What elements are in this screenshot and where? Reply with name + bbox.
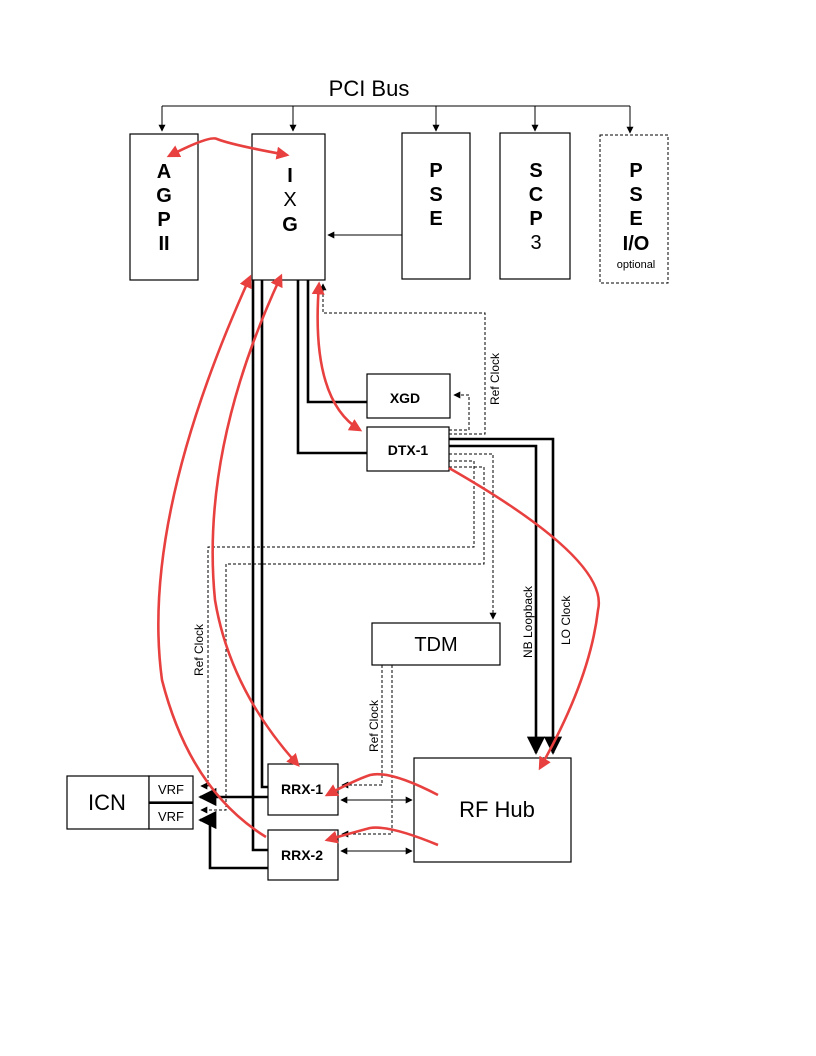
tdm-block: TDM	[371, 622, 501, 666]
dtx1-block: DTX-1	[366, 426, 450, 472]
svg-text:P: P	[629, 160, 642, 182]
svg-text:DTX-1: DTX-1	[388, 442, 429, 458]
rrx2-block: RRX-2	[267, 829, 339, 881]
rfhub-rrx1-flow	[324, 772, 439, 797]
svg-text:S: S	[629, 184, 642, 206]
pci-bus-title: PCI Bus	[329, 76, 410, 101]
ixg-rrx2-line	[251, 280, 268, 852]
vrf2-block: VRF	[148, 802, 194, 830]
svg-text:I: I	[287, 165, 293, 187]
svg-text:Ref Clock: Ref Clock	[488, 352, 502, 405]
ixg-rrx1-line	[260, 280, 268, 789]
svg-text:XGD: XGD	[390, 390, 420, 406]
pse-io-block: P S E I/O optional	[599, 134, 669, 284]
rrx1-block: RRX-1	[267, 763, 339, 816]
ixg-dtx-flow	[311, 281, 363, 432]
dtx-dashed-lines: Ref Clock	[192, 453, 497, 814]
ref-clock-top: Ref Clock	[319, 283, 502, 435]
svg-text:Ref Clock: Ref Clock	[367, 699, 381, 752]
svg-text:TDM: TDM	[414, 634, 457, 656]
svg-text:RF Hub: RF Hub	[459, 797, 535, 822]
svg-text:ICN: ICN	[88, 790, 126, 815]
svg-text:VRF: VRF	[158, 809, 184, 824]
dtx-vrf1-dashed	[200, 460, 475, 790]
tdm-ref-clock: Ref Clock	[341, 665, 393, 838]
agp-ixg-flow	[166, 137, 290, 160]
svg-text:S: S	[529, 160, 542, 182]
svg-text:NB Loopback: NB Loopback	[521, 585, 535, 658]
svg-text:E: E	[629, 208, 642, 230]
agp-block: A G P II	[129, 133, 199, 281]
dtx-vrf2-dashed	[200, 466, 485, 814]
svg-text:S: S	[429, 184, 442, 206]
svg-text:P: P	[529, 208, 542, 230]
nb-loopback-line	[449, 444, 546, 755]
svg-text:P: P	[157, 209, 170, 231]
svg-text:RRX-1: RRX-1	[281, 781, 323, 797]
dtx-tdm-dashed	[449, 453, 497, 620]
pci-bus-lines	[158, 105, 634, 134]
dtx-rfhub-flow	[448, 466, 601, 771]
vrf1-block: VRF	[148, 775, 194, 803]
lo-clock-line	[449, 437, 563, 755]
svg-text:Ref Clock: Ref Clock	[192, 623, 206, 676]
svg-text:A: A	[157, 161, 171, 183]
ixg-rrx1-flow	[211, 273, 300, 767]
svg-text:optional: optional	[617, 259, 656, 271]
rrx2-vrf2-line	[198, 810, 268, 870]
svg-text:RRX-2: RRX-2	[281, 847, 323, 863]
ixg-block: I X G	[251, 133, 326, 281]
pse-block: P S E	[401, 132, 471, 280]
dtx-rfhub-lines: NB Loopback LO Clock	[449, 437, 573, 755]
svg-text:LO Clock: LO Clock	[559, 595, 573, 645]
svg-text:X: X	[283, 189, 296, 211]
svg-text:P: P	[429, 160, 442, 182]
xgd-block: XGD	[366, 373, 451, 419]
svg-text:G: G	[282, 214, 298, 236]
ixg-rrx2-flow	[157, 274, 267, 839]
svg-text:C: C	[529, 184, 543, 206]
rfhub-rrx2-flow	[324, 826, 439, 847]
svg-text:G: G	[156, 185, 172, 207]
scp3-block: S C P 3	[499, 132, 571, 280]
svg-text:3: 3	[530, 232, 541, 254]
red-flow-arrows	[157, 137, 601, 847]
svg-text:VRF: VRF	[158, 782, 184, 797]
svg-text:I/O: I/O	[623, 233, 650, 255]
svg-text:II: II	[158, 233, 169, 255]
rf-hub-block: RF Hub	[413, 757, 572, 863]
svg-text:E: E	[429, 208, 442, 230]
icn-block: ICN	[66, 775, 150, 830]
